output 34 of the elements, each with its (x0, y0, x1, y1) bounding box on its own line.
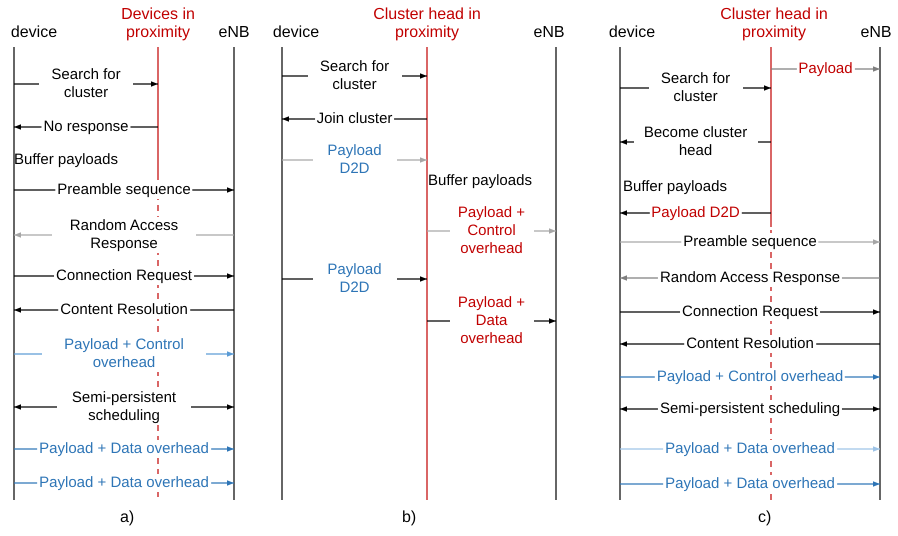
edge-label: Preamble sequence (681, 233, 819, 251)
edge-label: No response (41, 118, 131, 136)
edge-label: Payload + Data overhead (663, 440, 837, 458)
note-text: Buffer payloads (14, 151, 118, 169)
edge-label: Content Resolution (684, 335, 816, 353)
edge-label: Connection Request (680, 303, 820, 321)
edge-label: Connection Request (54, 267, 194, 285)
lifeline-label: Devices in proximity (120, 6, 196, 42)
edge-label: Payload + Data overhead (37, 440, 211, 458)
edge-label: Preamble sequence (55, 181, 193, 199)
edge-label: Content Resolution (58, 301, 190, 319)
panel-label: a) (120, 509, 134, 527)
lifeline-label: eNB (217, 24, 251, 42)
edge-label: Payload + Control overhead (42, 336, 206, 372)
edge-label: Payload + Data overhead (663, 475, 837, 493)
edge-label: Payload D2D (649, 204, 742, 222)
panel-label: c) (758, 509, 772, 527)
edge-label: Semi-persistent scheduling (57, 389, 191, 425)
lifeline-label: device (10, 24, 58, 42)
edge-label: Payload + Control overhead (654, 368, 846, 386)
lifeline-label: eNB (532, 24, 566, 42)
edge-label: Semi-persistent scheduling (658, 400, 842, 418)
lifeline-label: device (272, 24, 320, 42)
lifeline-label: device (608, 24, 656, 42)
lifeline-label: eNB (859, 24, 893, 42)
note-text: Buffer payloads (428, 172, 532, 190)
lifeline-label: Cluster head in proximity (719, 6, 829, 42)
edge-label: Payload (796, 60, 855, 78)
panel-label: b) (402, 509, 416, 527)
lifeline-label: Cluster head in proximity (372, 6, 482, 42)
edge-label: Payload + Data overhead (37, 474, 211, 492)
edge-label: Random Access Response (52, 217, 196, 253)
edge-label: Random Access Response (658, 269, 842, 287)
note-text: Buffer payloads (623, 178, 727, 196)
